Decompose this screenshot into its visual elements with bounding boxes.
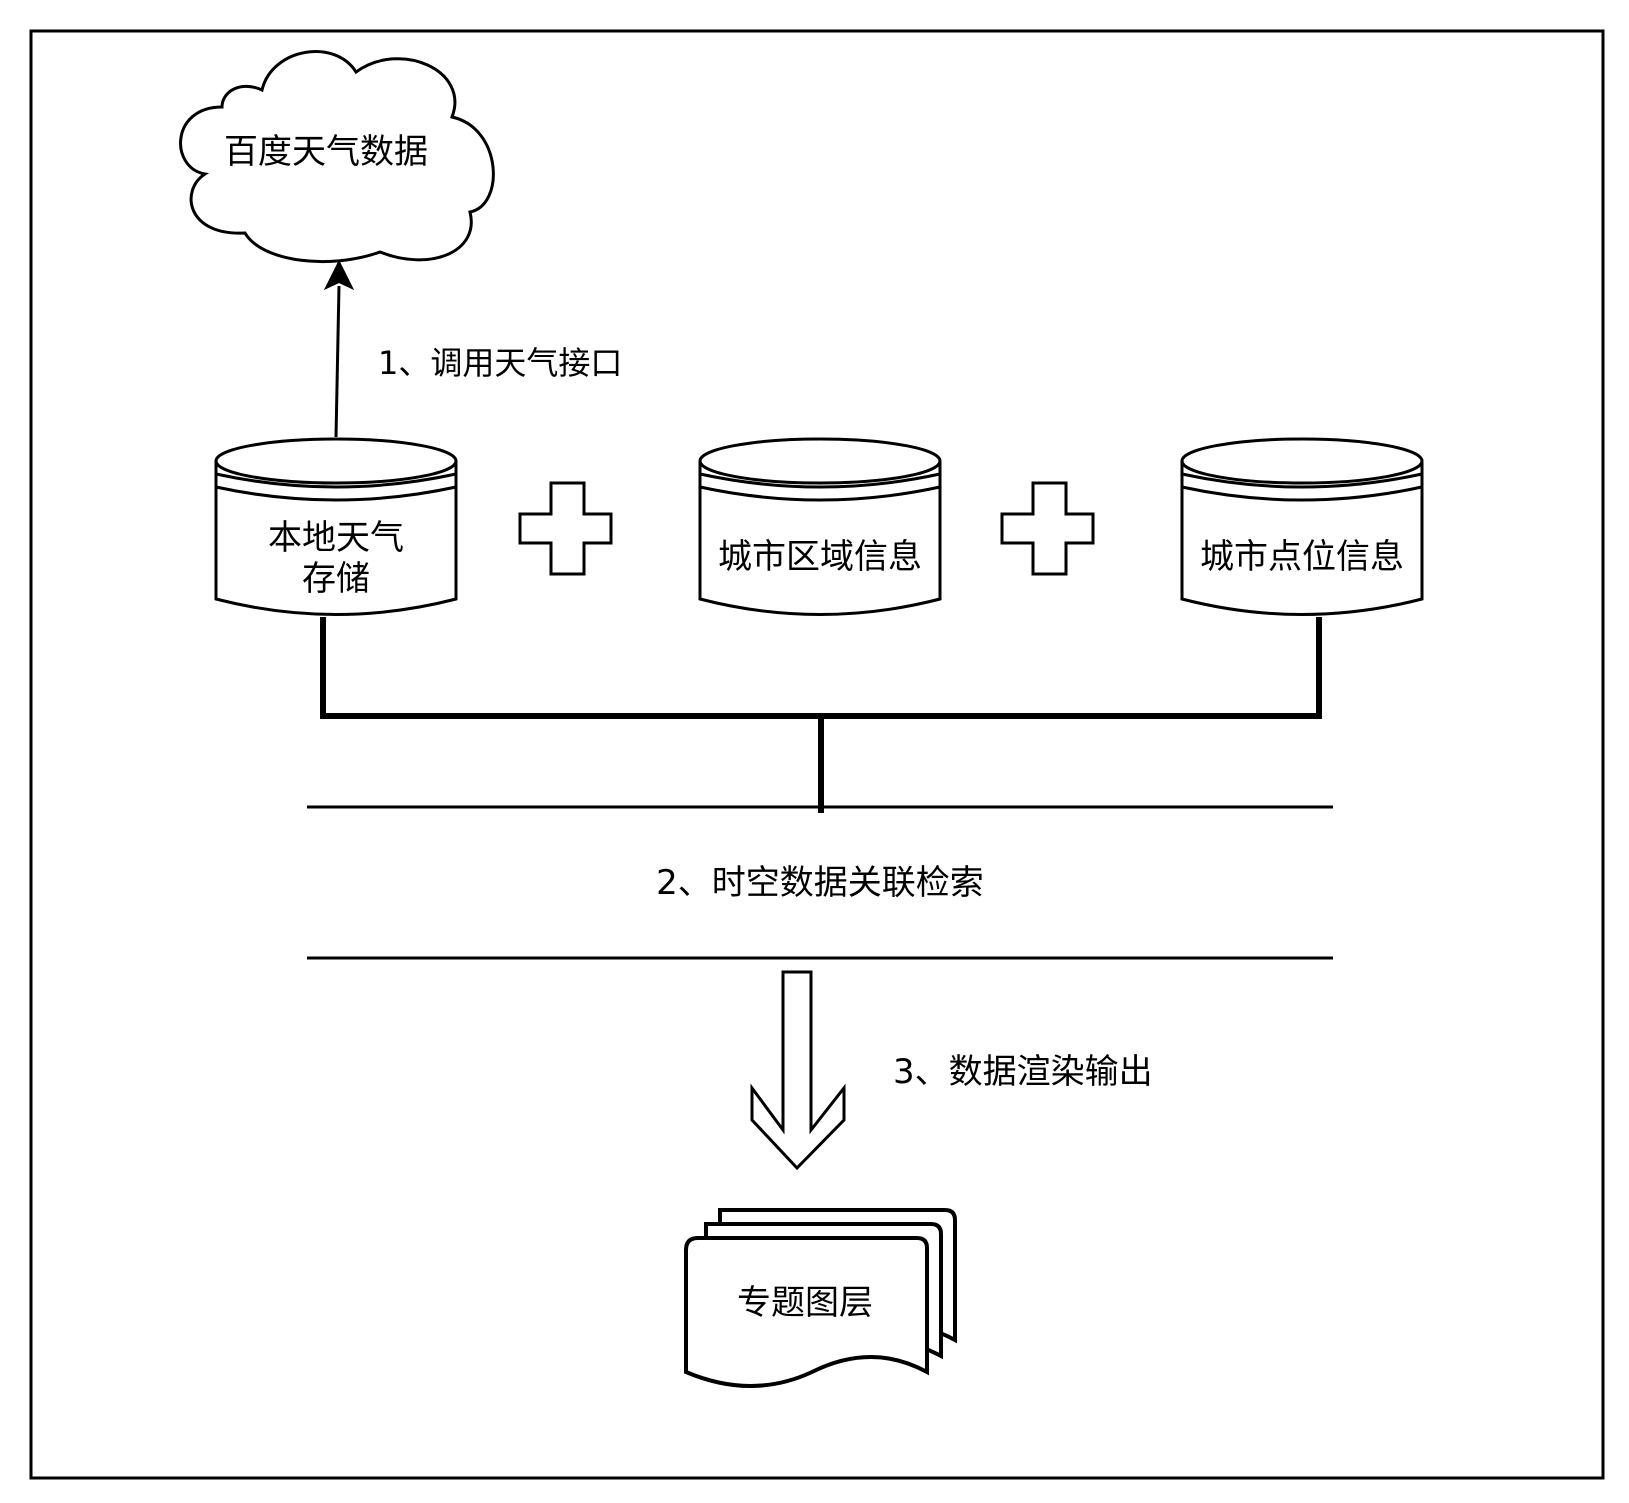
call-api-arrow [323, 259, 355, 438]
cloud-label: 百度天气数据 [224, 132, 428, 172]
baidu-weather-cloud: 百度天气数据 [179, 50, 495, 264]
db-local-label-line2: 存储 [302, 559, 370, 599]
db-region-ring-1 [699, 472, 941, 489]
thematic-layer-documents: 专题图层 [684, 1208, 957, 1388]
db-region-label: 城市区域信息 [718, 537, 922, 577]
db-local-label-line1: 本地天气 [268, 518, 404, 558]
db-point-label: 城市点位信息 [1200, 537, 1404, 577]
cloud-shape [179, 50, 495, 264]
db-region-top [698, 437, 942, 485]
db-local-body [214, 461, 458, 616]
db-region-body [698, 461, 942, 616]
step3-label: 3、数据渲染输出 [893, 1052, 1153, 1092]
db-point-body [1180, 461, 1424, 616]
plus-icon [518, 481, 613, 576]
merge-connector [320, 617, 1322, 813]
down-arrow-icon [750, 970, 846, 1171]
call-api-arrow-head [323, 259, 355, 291]
db-city-point: 城市点位信息 [1180, 437, 1424, 616]
call-api-arrow-line [334, 285, 341, 438]
outer-frame [29, 29, 1605, 1480]
db-point-ring-1 [1181, 472, 1423, 489]
db-city-region: 城市区域信息 [698, 437, 942, 616]
db-local-weather: 本地天气 存储 [214, 437, 458, 616]
db-local-ring-1 [215, 472, 457, 489]
step2-label: 2、时空数据关联检索 [656, 863, 984, 903]
output-label: 专题图层 [737, 1283, 873, 1323]
db-local-ring-2 [215, 485, 457, 502]
plus-icon [1000, 481, 1095, 576]
db-point-ring-2 [1181, 485, 1423, 502]
db-point-top [1180, 437, 1424, 485]
step1-label: 1、调用天气接口 [378, 344, 622, 382]
db-region-ring-2 [699, 485, 941, 502]
document-front [684, 1236, 929, 1388]
db-local-top [214, 437, 458, 485]
